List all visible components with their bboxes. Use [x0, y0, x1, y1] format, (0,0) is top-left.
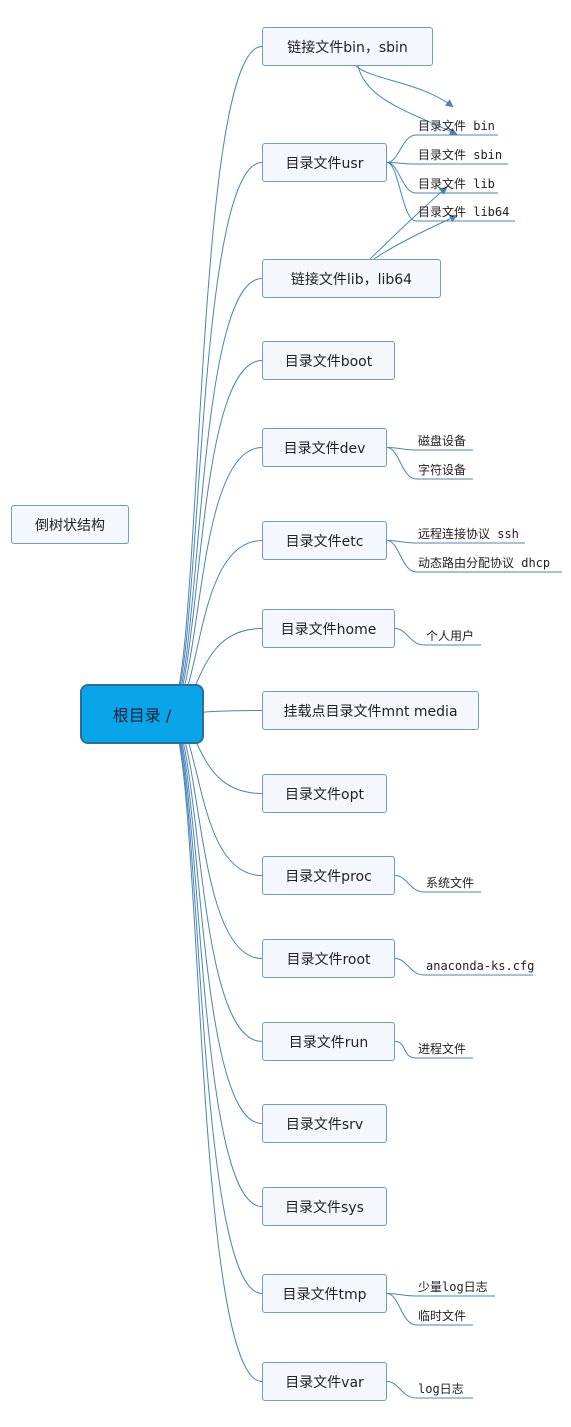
node-mnt-media[interactable]: 挂载点目录文件mnt media — [262, 691, 479, 730]
edge-usr-leaf — [386, 162, 417, 194]
node-lib-lib64[interactable]: 链接文件lib，lib64 — [262, 259, 441, 298]
node-label: 目录文件srv — [285, 1116, 364, 1133]
leaf-tmp-1: 临时文件 — [418, 1309, 467, 1323]
link-arrow-lib64 — [373, 214, 458, 260]
leaf-proc-0: 系统文件 — [426, 876, 475, 890]
edge-root-var — [167, 713, 263, 1382]
leaf-usr-1: 目录文件 sbin — [418, 148, 503, 162]
node-etc[interactable]: 目录文件etc — [262, 521, 387, 560]
edge-proc-leaf — [394, 875, 425, 893]
edge-root-lib-lib64 — [167, 278, 263, 715]
node-root[interactable]: 目录文件root — [262, 939, 395, 978]
node-label: 目录文件tmp — [282, 1286, 367, 1303]
node-run[interactable]: 目录文件run — [262, 1022, 395, 1061]
leaf-var-0: log日志 — [418, 1382, 464, 1396]
node-srv[interactable]: 目录文件srv — [262, 1104, 387, 1143]
edge-usr-leaf — [386, 162, 417, 165]
node-label: 目录文件etc — [285, 533, 364, 550]
edge-root-leaf — [394, 958, 425, 976]
root-node[interactable]: 根目录 / — [80, 684, 204, 744]
standalone-label: 倒树状结构 — [35, 517, 105, 534]
node-label: 目录文件usr — [285, 155, 364, 172]
node-label: 目录文件var — [285, 1374, 364, 1391]
leaf-dev-0: 磁盘设备 — [418, 434, 467, 448]
edge-tmp-leaf — [386, 1293, 417, 1326]
node-proc[interactable]: 目录文件proc — [262, 856, 395, 895]
node-home[interactable]: 目录文件home — [262, 609, 395, 648]
edge-root-usr — [167, 162, 263, 715]
standalone-label-box: 倒树状结构 — [11, 505, 129, 544]
node-sys[interactable]: 目录文件sys — [262, 1187, 387, 1226]
leaf-usr-2: 目录文件 lib — [418, 177, 495, 191]
node-label: 目录文件dev — [283, 440, 366, 457]
node-bin-sbin[interactable]: 链接文件bin，sbin — [262, 27, 433, 66]
edge-root-tmp — [167, 713, 263, 1294]
link-arrow-lib — [369, 186, 448, 260]
link-arrow-sbin — [357, 65, 458, 136]
node-usr[interactable]: 目录文件usr — [262, 143, 387, 182]
node-dev[interactable]: 目录文件dev — [262, 428, 387, 467]
edge-dev-leaf — [386, 447, 417, 480]
node-label: 目录文件root — [286, 951, 371, 968]
edge-root-bin-sbin — [167, 46, 263, 715]
node-opt[interactable]: 目录文件opt — [262, 774, 387, 813]
leaf-usr-0: 目录文件 bin — [418, 119, 495, 133]
node-tmp[interactable]: 目录文件tmp — [262, 1274, 387, 1313]
leaf-usr-3: 目录文件 lib64 — [418, 205, 510, 219]
leaf-dev-1: 字符设备 — [418, 463, 467, 477]
edge-usr-leaf — [386, 134, 417, 163]
node-var[interactable]: 目录文件var — [262, 1362, 387, 1401]
edge-run-leaf — [394, 1041, 417, 1059]
node-label: 目录文件proc — [285, 868, 372, 885]
node-label: 目录文件opt — [285, 786, 364, 803]
link-arrow-bin — [355, 65, 454, 108]
leaf-etc-0: 远程连接协议 ssh — [418, 527, 519, 541]
node-boot[interactable]: 目录文件boot — [262, 341, 395, 380]
node-label: 目录文件home — [280, 621, 377, 638]
edge-var-leaf — [386, 1381, 417, 1399]
leaf-home-0: 个人用户 — [426, 629, 475, 643]
node-label: 挂载点目录文件mnt media — [283, 703, 458, 720]
leaf-root-0: anaconda-ks.cfg — [426, 959, 535, 973]
edge-etc-leaf — [386, 540, 417, 573]
node-label: 链接文件lib，lib64 — [290, 271, 413, 288]
node-label: 链接文件bin，sbin — [287, 39, 408, 56]
leaf-tmp-0: 少量log日志 — [418, 1280, 488, 1294]
leaf-etc-1: 动态路由分配协议 dhcp — [418, 556, 551, 570]
edge-home-leaf — [394, 628, 425, 646]
edge-root-srv — [167, 713, 263, 1124]
leaf-run-0: 进程文件 — [418, 1042, 467, 1056]
root-label: 根目录 / — [112, 706, 172, 725]
node-label: 目录文件sys — [285, 1199, 364, 1216]
node-label: 目录文件boot — [284, 353, 373, 370]
node-label: 目录文件run — [288, 1034, 369, 1051]
edge-root-boot — [167, 360, 263, 715]
